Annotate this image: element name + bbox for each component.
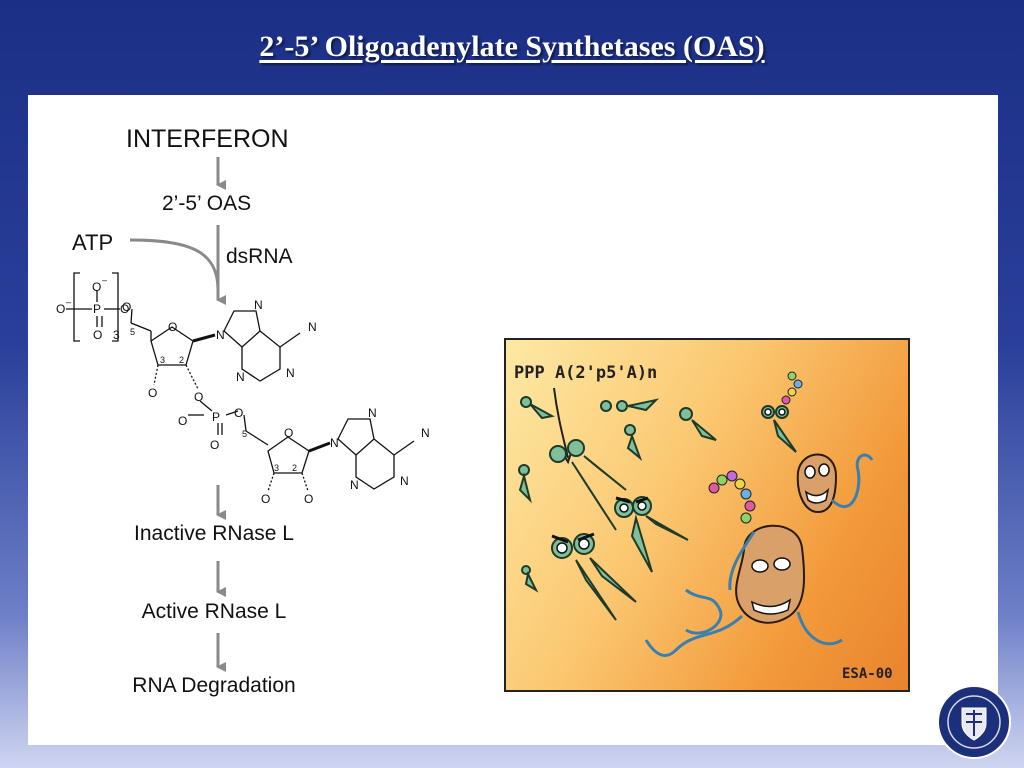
cartoon-drawing: PPP A(2'p5'A)n — [514, 363, 893, 682]
oligoadenylate-structure — [66, 272, 415, 492]
atom-label: O — [168, 320, 177, 334]
atom-label: O — [92, 280, 101, 294]
atom-label: N — [216, 328, 225, 342]
atom-label: – — [188, 409, 193, 419]
university-seal-logo — [937, 685, 1011, 759]
atom-label: 3 — [274, 463, 279, 473]
scissors-faces — [556, 408, 786, 554]
phosphate-bracket — [73, 272, 119, 342]
scissors-icon — [521, 565, 531, 575]
atom-label: P — [212, 410, 220, 424]
atom-label: N — [368, 406, 377, 420]
atom-label: N — [400, 474, 409, 488]
pathway-diagram: O – O – P O O 3 O 5 O 3 2 O O N N N N N … — [56, 157, 430, 672]
scissors-icon — [600, 400, 612, 412]
atom-label: – — [66, 297, 71, 307]
oas-label: 2’-5’ OAS — [162, 192, 252, 215]
scissors-icon — [549, 445, 567, 463]
atom-label: N — [421, 426, 430, 440]
atom-label: 2 — [179, 355, 184, 365]
atom-label: O — [178, 414, 187, 428]
adenine-ring-1 — [223, 310, 261, 348]
interferon-label: INTERFERON — [126, 125, 289, 153]
rna-degradation-label: RNA Degradation — [132, 674, 296, 697]
scissors-icon — [679, 407, 693, 421]
artist-signature: ESA-00 — [842, 666, 893, 682]
atom-label: 3 — [113, 328, 120, 342]
arrow-atp-merge — [129, 238, 220, 291]
atom-label: N — [330, 436, 339, 450]
atp-label: ATP — [72, 230, 114, 255]
atom-label: O — [234, 406, 243, 420]
cartoon-caption: PPP A(2'p5'A)n — [514, 363, 657, 383]
atom-label: N — [350, 478, 359, 492]
atom-label: O — [148, 386, 157, 400]
atom-label: O — [304, 492, 313, 506]
atom-label: – — [102, 275, 107, 285]
inactive-rnase-label: Inactive RNase L — [134, 522, 294, 545]
ribose-ring-1 — [150, 326, 194, 366]
atom-label: N — [286, 366, 295, 380]
atom-label: 3 — [160, 355, 165, 365]
scissors-icon — [624, 424, 636, 436]
adenine-ring-2 — [337, 418, 375, 456]
atom-label: N — [254, 298, 263, 312]
scissors-icon — [520, 396, 532, 408]
cartoon-illustration: PPP A(2'p5'A)n — [504, 338, 910, 692]
atom-label: O — [210, 438, 219, 452]
slide-title: 2’-5’ Oligoadenylate Synthetases (OAS) — [259, 30, 765, 63]
content-panel: O – O – P O O 3 O 5 O 3 2 O O N N N N N … — [28, 95, 998, 745]
atom-label: O — [122, 300, 131, 314]
bead-chain — [708, 371, 803, 524]
atom-label: N — [236, 370, 245, 384]
atom-label: 5 — [130, 327, 135, 337]
ribose-ring-2 — [267, 436, 310, 474]
atom-label: O — [284, 426, 293, 440]
rna-strands — [644, 453, 874, 657]
atom-label: N — [308, 320, 317, 334]
atom-label: P — [93, 302, 101, 316]
atom-label: O — [194, 390, 203, 404]
atom-label: O — [261, 492, 270, 506]
active-rnase-label: Active RNase L — [141, 600, 287, 623]
atom-label: O — [93, 328, 102, 342]
atom-label: O — [56, 302, 65, 316]
dsrna-label: dsRNA — [226, 245, 293, 268]
atom-label: O — [120, 302, 129, 316]
scissors-group — [518, 396, 797, 621]
atom-label: 2 — [292, 463, 297, 473]
atom-label: 5 — [242, 429, 247, 439]
